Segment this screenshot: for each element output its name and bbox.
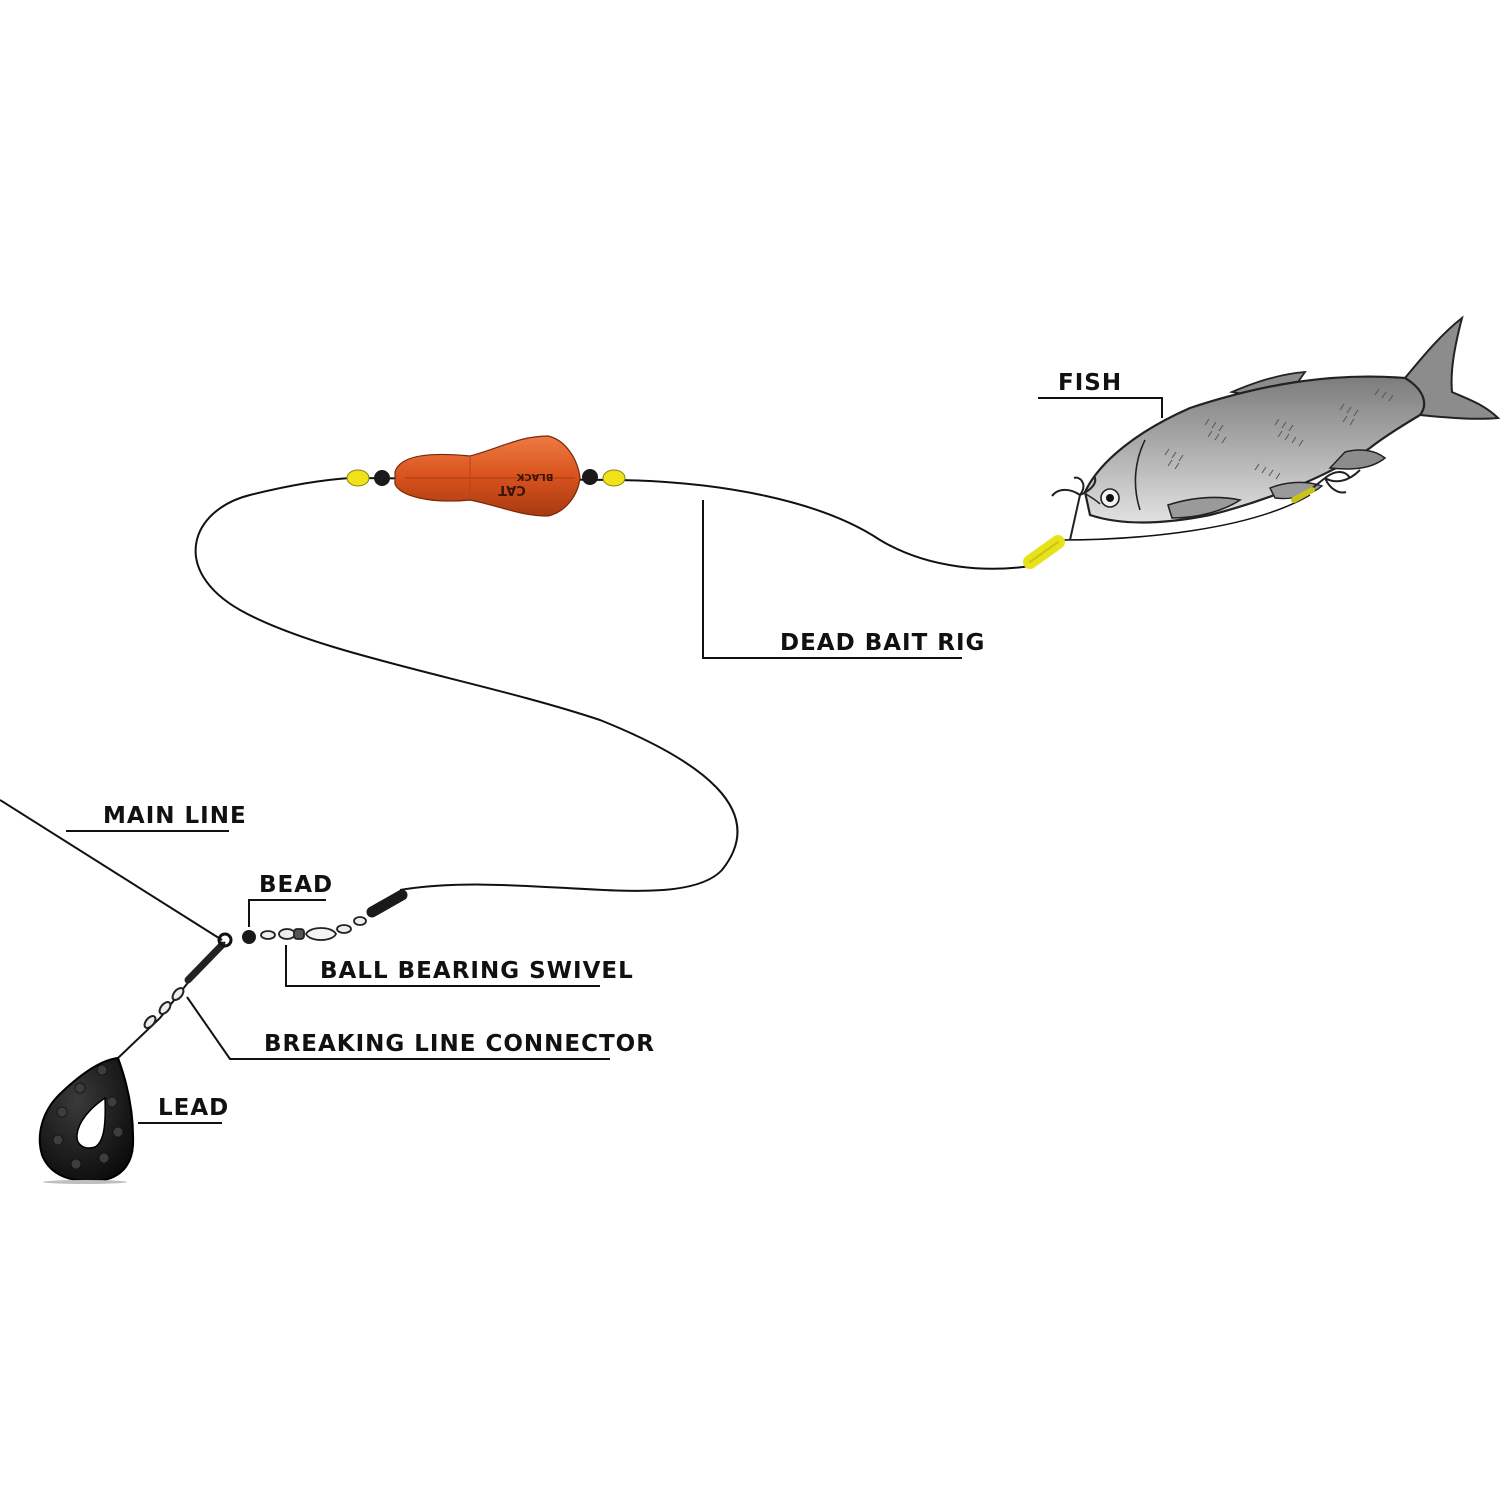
bead <box>242 930 256 944</box>
label-dead-bait-rig: DEAD BAIT RIG <box>702 500 985 659</box>
rear-hook-sleeve <box>1291 487 1315 503</box>
lead-swivels <box>143 987 185 1029</box>
bead-yellow-right <box>602 469 626 487</box>
anti-tangle-sleeve <box>366 889 408 918</box>
svg-text:BALL BEARING SWIVEL: BALL BEARING SWIVEL <box>320 958 634 984</box>
bead-black-left <box>374 470 390 486</box>
float-body: BLACK CAT <box>394 435 581 517</box>
float-logo-line2: CAT <box>498 482 526 497</box>
main-ring <box>217 932 233 948</box>
lead-weight <box>38 1056 135 1184</box>
label-main-line: MAIN LINE <box>66 803 247 832</box>
fish <box>1051 315 1500 541</box>
label-breaking-line-connector: BREAKING LINE CONNECTOR <box>186 996 655 1060</box>
svg-text:FISH: FISH <box>1058 370 1122 396</box>
svg-text:BEAD: BEAD <box>259 872 333 898</box>
label-lead: LEAD <box>138 1095 229 1124</box>
label-bead: BEAD <box>248 872 333 927</box>
float-logo-line1: BLACK <box>515 471 553 482</box>
label-fish: FISH <box>1038 370 1163 418</box>
bead-black-right <box>582 469 598 485</box>
main-line <box>0 799 223 941</box>
svg-text:MAIN LINE: MAIN LINE <box>103 803 247 829</box>
bead-yellow-left <box>346 469 370 487</box>
breaking-line-connector-tube <box>184 941 226 984</box>
treble-hook-front <box>1051 475 1097 541</box>
ball-bearing-swivel <box>260 916 367 941</box>
svg-text:DEAD BAIT RIG: DEAD BAIT RIG <box>780 630 985 656</box>
svg-text:LEAD: LEAD <box>158 1095 229 1121</box>
label-ball-bearing-swivel: BALL BEARING SWIVEL <box>285 945 634 987</box>
float-assembly: BLACK CAT <box>346 435 626 517</box>
lead-assembly <box>38 889 408 1184</box>
rig-line <box>194 477 1311 892</box>
svg-text:BREAKING LINE CONNECTOR: BREAKING LINE CONNECTOR <box>264 1031 655 1057</box>
